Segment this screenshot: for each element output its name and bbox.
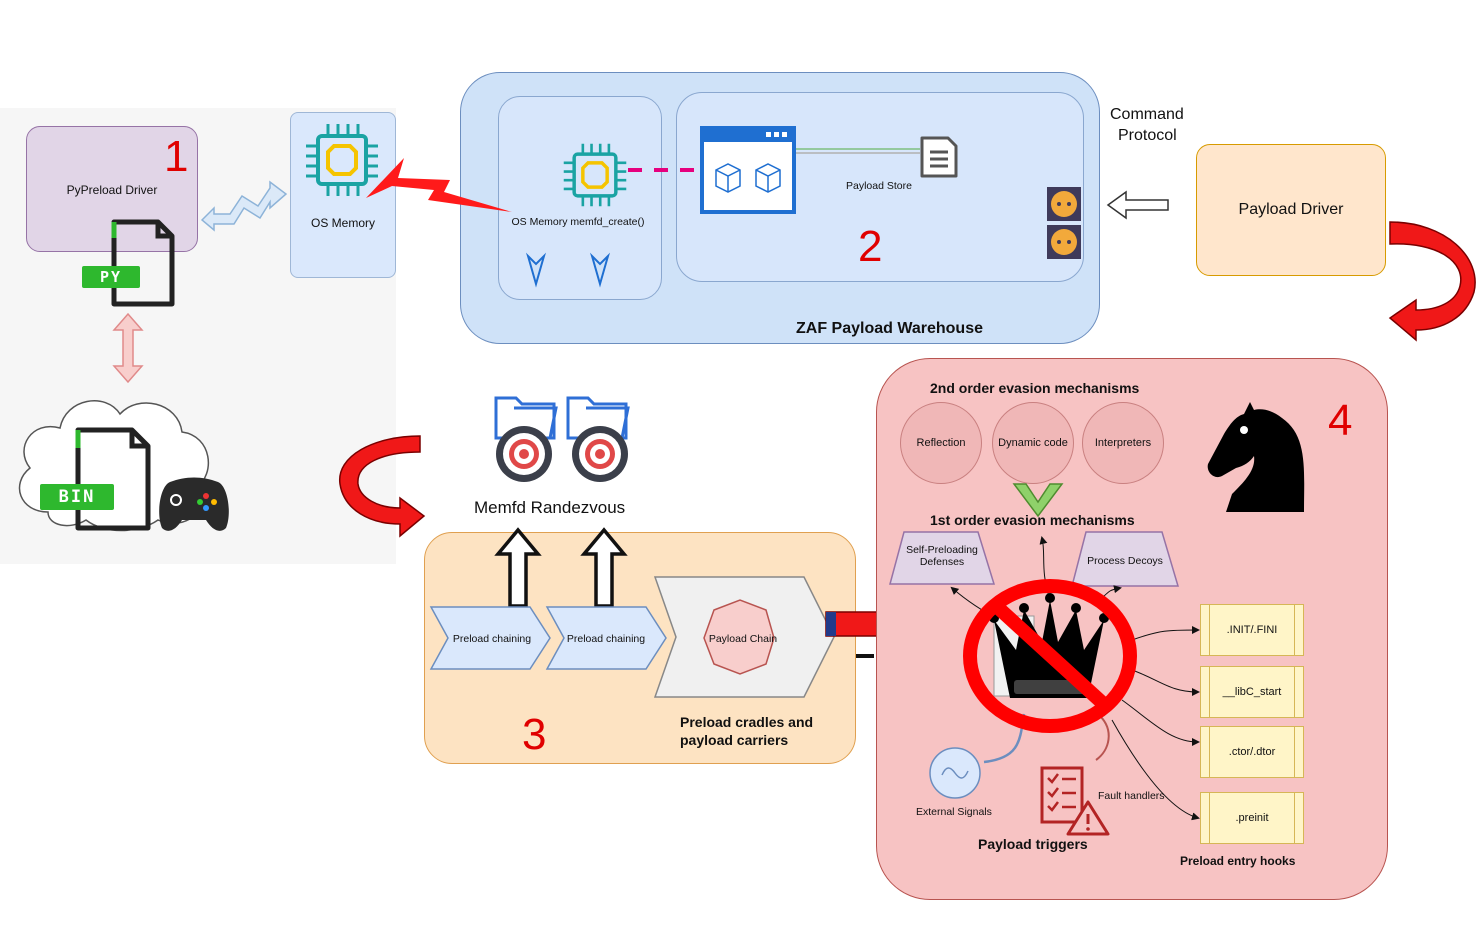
- payload-triggers-title: Payload triggers: [978, 836, 1088, 852]
- preload-chaining-label-1: Preload chaining: [452, 633, 532, 645]
- target-folder-icon-right: [566, 396, 630, 482]
- first-order-title: 1st order evasion mechanisms: [930, 512, 1135, 528]
- memfd-rendezvous-label: Memfd Randezvous: [474, 498, 626, 517]
- hook-init-fini-label: .INIT/.FINI: [1226, 624, 1278, 636]
- section-number-1: 1: [164, 132, 189, 181]
- chess-knight-icon: [1207, 402, 1305, 512]
- cradles-caption-line1: Preload cradles and: [680, 714, 814, 730]
- payload-driver-label: Payload Driver: [1238, 201, 1344, 218]
- store-link-lines: [796, 148, 920, 154]
- chip-icon: [306, 124, 378, 196]
- os-memory-label: OS Memory: [310, 216, 375, 230]
- dashed-connector-pink: [628, 168, 700, 172]
- payload-chain-chevron: [653, 576, 835, 698]
- hook-libc-start: __libC_start: [1200, 666, 1304, 718]
- curved-arrow-right: [1388, 221, 1476, 342]
- payload-store-label: Payload Store: [846, 180, 912, 192]
- interpreters-circle: Interpreters: [1082, 402, 1164, 484]
- down-arrow-left: [525, 252, 547, 288]
- evasion-connectors: [950, 536, 1200, 821]
- memfd-chip-icon: [563, 143, 627, 207]
- document-icon: [920, 136, 958, 178]
- pypreload-driver-label: PyPreload Driver: [66, 183, 158, 197]
- self-preloading-trapezoid: [889, 531, 996, 585]
- section-number-3: 3: [522, 710, 547, 759]
- memfd-create-label: OS Memory memfd_create(): [511, 216, 645, 228]
- gamepad-icon: [159, 477, 229, 531]
- warehouse-title: ZAF Payload Warehouse: [796, 320, 983, 337]
- python-file-icon: [82, 219, 175, 307]
- bin-badge-label: BIN: [58, 487, 96, 507]
- crown-prohibited-icon: [963, 579, 1137, 733]
- entry-hooks-title: Preload entry hooks: [1180, 854, 1296, 868]
- section-number-4: 4: [1328, 396, 1353, 445]
- self-preloading-label-line2: Defenses: [919, 556, 965, 568]
- command-protocol-line2: Protocol: [1118, 127, 1177, 144]
- curved-arrow-left: [339, 435, 426, 538]
- self-preloading-label-line1: Self-Preloading: [906, 544, 978, 556]
- dynamic-code-label: Dynamic code: [998, 437, 1068, 449]
- interpreters-label: Interpreters: [1094, 437, 1152, 449]
- green-bidirectional-arrow: [1012, 483, 1064, 518]
- command-protocol-line1: Command: [1110, 106, 1184, 123]
- preload-chaining-chevron-2: [545, 606, 667, 670]
- external-signals-label: External Signals: [916, 806, 992, 818]
- target-folder-icon-left: [494, 396, 558, 482]
- hook-preinit: .preinit: [1200, 792, 1304, 844]
- hook-init-fini: .INIT/.FINI: [1200, 604, 1304, 656]
- reflection-label: Reflection: [916, 437, 966, 449]
- hook-preinit-label: .preinit: [1235, 812, 1269, 824]
- payload-driver-box: Payload Driver: [1196, 144, 1386, 276]
- py-badge-label: PY: [99, 268, 123, 286]
- process-decoys-trapezoid: [1071, 531, 1180, 587]
- preload-chaining-chevron-1: [429, 606, 551, 670]
- hollow-up-arrow-right: [580, 527, 628, 608]
- hook-ctor-dtor-label: .ctor/.dtor: [1228, 746, 1276, 758]
- payload-chain-label: Payload Chain: [708, 633, 778, 645]
- dynamic-code-circle: Dynamic code: [992, 402, 1074, 484]
- socket-icon-top: [1047, 187, 1081, 221]
- hollow-up-arrow-left: [494, 527, 542, 608]
- hook-ctor-dtor: .ctor/.dtor: [1200, 726, 1304, 778]
- cradles-caption-line2: payload carriers: [680, 732, 789, 748]
- hollow-left-arrow: [1106, 190, 1169, 220]
- second-order-title: 2nd order evasion mechanisms: [930, 380, 1140, 396]
- os-memory-box: [290, 112, 396, 278]
- memfd-panel: [498, 96, 662, 300]
- preload-chaining-label-2: Preload chaining: [566, 633, 646, 645]
- payload-store-window-icon: [700, 126, 796, 214]
- lightning-bolt: [366, 158, 512, 212]
- reflection-circle: Reflection: [900, 402, 982, 484]
- binary-file-icon: [40, 427, 151, 531]
- hook-libc-start-label: __libC_start: [1222, 686, 1282, 698]
- process-decoys-label: Process Decoys: [1087, 555, 1163, 567]
- down-arrow-right: [589, 252, 611, 288]
- socket-icon-bottom: [1047, 225, 1081, 259]
- section-number-2: 2: [858, 222, 883, 271]
- signal-wave-icon: [929, 747, 981, 799]
- bidirectional-arrow-pink: [112, 312, 144, 384]
- checklist-warning-icon: [1040, 766, 1110, 836]
- squiggle-double-arrow: [200, 180, 288, 232]
- fault-handlers-label: Fault handlers: [1098, 790, 1165, 802]
